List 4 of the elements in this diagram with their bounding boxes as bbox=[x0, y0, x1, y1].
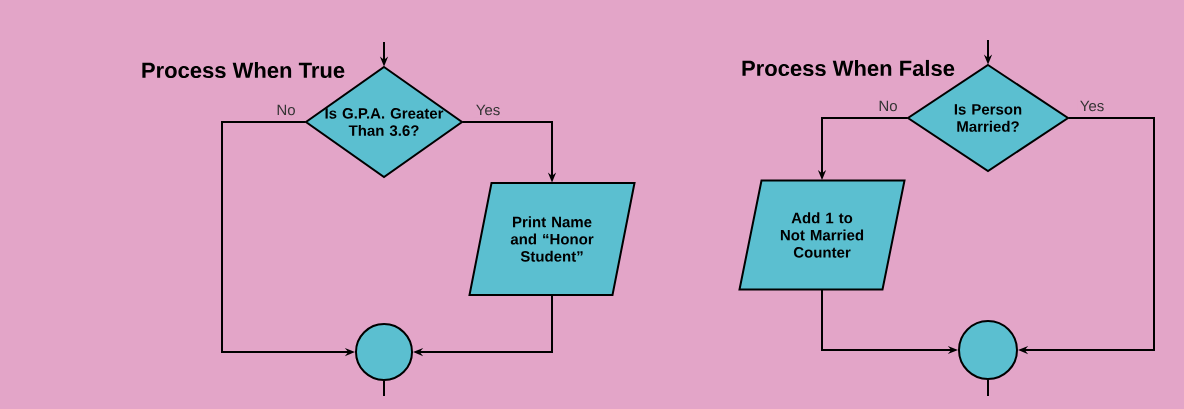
io-parallelogram: Add 1 to Not Married Counter bbox=[738, 179, 906, 291]
io-parallelogram: Print Name and “Honor Student” bbox=[468, 182, 636, 296]
connector-circle bbox=[958, 320, 1018, 380]
connector-circle bbox=[355, 323, 413, 381]
